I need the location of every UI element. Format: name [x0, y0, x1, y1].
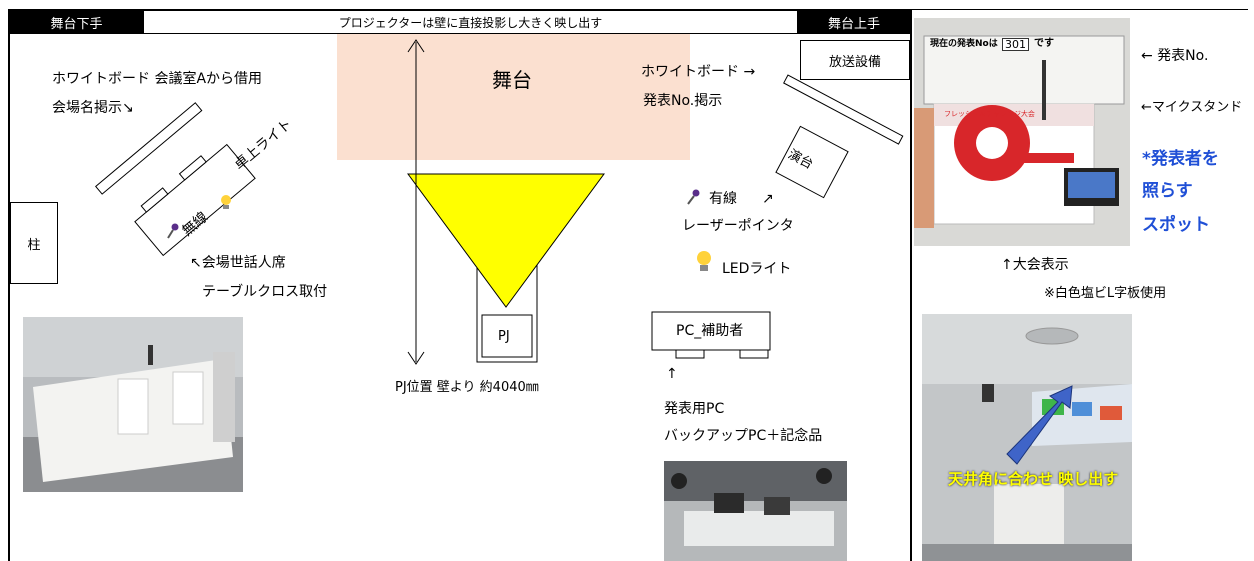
spot-note-line2: 照らす: [1142, 181, 1193, 201]
pc-assistant-table: [651, 311, 771, 351]
desu-text: です: [1034, 38, 1054, 49]
led-light-label: LEDライト: [722, 261, 792, 277]
material-note-label: ※白色塩ビL字板使用: [1044, 286, 1167, 301]
staff-table-photo: [23, 317, 243, 492]
projector-box: [481, 314, 533, 358]
pc-arrow: ↑: [666, 366, 678, 382]
staff-table: [134, 143, 256, 257]
pc-assistant-label: PC_補助者: [676, 323, 744, 339]
conference-display-label: ↑大会表示: [1001, 257, 1069, 273]
banner-text: フレッシュ＆チャレンジ大会: [944, 110, 1035, 118]
ceiling-projection-photo: 天井角に合わせ 映し出す: [922, 314, 1132, 561]
right-divider: [910, 10, 912, 561]
projector-position-label: PJ位置 壁より 約4040㎜: [395, 380, 539, 395]
header-projection-note: プロジェクターは壁に直接投影し大きく映し出す: [143, 10, 798, 34]
number-sign-label: 発表No.掲示: [643, 93, 723, 109]
left-whiteboard: [95, 102, 203, 195]
stage-label: 舞台: [492, 68, 532, 92]
stage-photo: 現在の発表Noは 301 です フレッシュ＆チャレンジ大会: [914, 18, 1130, 246]
venue-sign-label: 会場名掲示↘: [52, 100, 134, 116]
current-number-text: 現在の発表Noは: [930, 39, 998, 49]
header-stage-left: 舞台下手: [10, 10, 143, 34]
ceiling-caption: 天井角に合わせ 映し出す: [948, 470, 1119, 488]
number-pointer-label: ← 発表No.: [1141, 48, 1209, 64]
broadcast-equipment-box: 放送設備: [800, 40, 910, 80]
projector-label: PJ: [498, 329, 510, 344]
tablecloth-label: テーブルクロス取付: [202, 284, 328, 300]
pillar-box: 柱: [10, 202, 58, 284]
stage-area: [337, 34, 690, 160]
number-value-text: 301: [1002, 38, 1029, 51]
floor-plan-drawing: [95, 39, 904, 365]
spot-note-line1: *発表者を: [1142, 149, 1219, 169]
left-whiteboard-label: ホワイトボード 会議室Aから借用: [52, 71, 263, 87]
light-bulb-icon: [221, 195, 231, 209]
arrow-to-podium: ↗: [762, 191, 774, 207]
right-whiteboard-label: ホワイトボード →: [641, 64, 756, 80]
right-whiteboard: [783, 74, 904, 145]
microphone-icon: [687, 189, 700, 205]
backup-pc-label: バックアップPC＋記念品: [664, 428, 823, 444]
pc-table-photo: [664, 461, 847, 561]
staff-seat-label: ↖会場世話人席: [190, 255, 286, 271]
mic-stand-label: ←マイクスタンド: [1141, 100, 1243, 115]
presentation-pc-label: 発表用PC: [664, 401, 725, 417]
top-border: [8, 9, 1248, 10]
microphone-icon: [167, 223, 179, 239]
spot-note-line3: スポット: [1142, 215, 1210, 235]
header-stage-right: 舞台上手: [798, 10, 910, 34]
left-border: [8, 10, 10, 561]
podium: [775, 125, 849, 199]
laser-pointer-label: レーザーポインタ: [682, 218, 794, 234]
light-bulb-icon: [697, 251, 711, 271]
projector-beam: [407, 173, 605, 308]
wired-mic-label: 有線: [709, 191, 737, 207]
